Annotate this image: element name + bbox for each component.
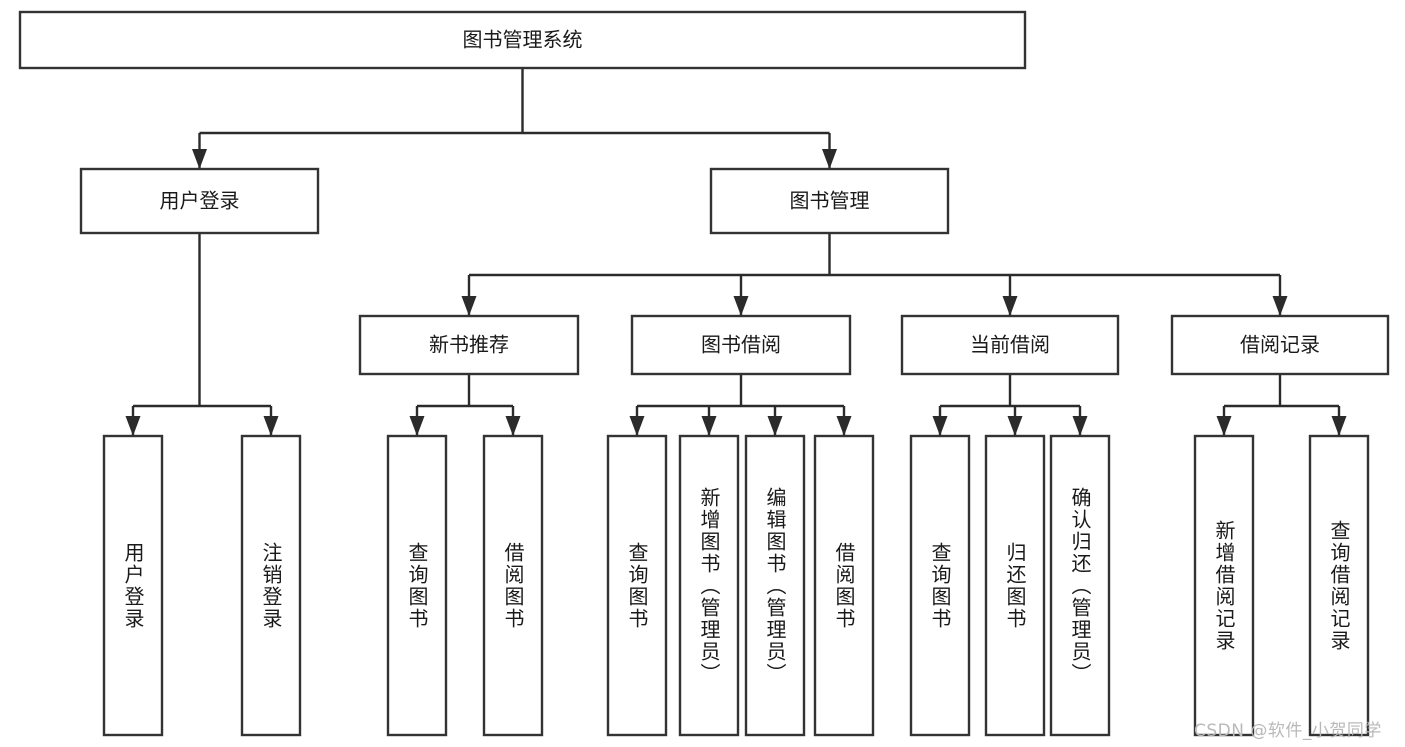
node-box-leaf-add-book[interactable]: [678, 434, 740, 737]
node-label-borrow: 图书借阅: [701, 333, 781, 357]
node-box-leaf-user-logout[interactable]: [240, 434, 302, 737]
arrow-head-bookmgmt: [822, 149, 837, 169]
arrow-head-newbook: [461, 296, 477, 316]
node-box-leaf-return-book[interactable]: [984, 434, 1046, 737]
connector-layer: [125, 68, 1347, 436]
node-box-borrow[interactable]: [630, 314, 852, 376]
node-box-records[interactable]: [1170, 314, 1390, 376]
arrow-head-leaf-user-login: [125, 416, 141, 436]
node-label-newbook: 新书推荐: [429, 333, 509, 357]
arrow-head-borrow: [733, 296, 749, 316]
node-label-records: 借阅记录: [1240, 333, 1320, 357]
arrow-head-leaf-query-book: [629, 416, 645, 436]
node-box-leaf-borrow-book[interactable]: [813, 434, 875, 737]
csdn-watermark: CSDN @软件_小贺同学: [1194, 721, 1382, 741]
node-label-root: 图书管理系统: [463, 28, 583, 52]
node-box-leaf-edit-book[interactable]: [744, 434, 806, 737]
node-box-leaf-borrow-book-new[interactable]: [482, 434, 544, 737]
arrow-head-leaf-confirm-return: [1072, 416, 1088, 436]
arrow-head-leaf-user-logout: [263, 416, 279, 436]
node-box-leaf-confirm-return[interactable]: [1049, 434, 1111, 737]
arrow-head-leaf-add-record: [1216, 416, 1232, 436]
node-box-leaf-add-record[interactable]: [1193, 434, 1255, 737]
node-label-login: 用户登录: [160, 189, 240, 213]
node-box-layer: [18, 10, 1390, 737]
arrow-head-leaf-add-book: [701, 416, 717, 436]
node-label-bookmgmt: 图书管理: [790, 189, 870, 213]
arrow-head-records: [1272, 296, 1288, 316]
arrow-head-leaf-return-book: [1007, 416, 1023, 436]
node-box-root[interactable]: [18, 10, 1027, 70]
node-box-newbook[interactable]: [358, 314, 580, 376]
node-box-bookmgmt[interactable]: [709, 167, 950, 235]
arrow-head-leaf-edit-book: [767, 416, 783, 436]
node-label-current: 当前借阅: [970, 333, 1050, 357]
arrow-head-leaf-query-book-cur: [932, 416, 948, 436]
arrow-head-leaf-query-record: [1331, 416, 1347, 436]
arrow-head-login: [192, 149, 207, 169]
node-box-leaf-query-book-cur[interactable]: [909, 434, 971, 737]
arrow-head-leaf-borrow-book-new: [505, 416, 521, 436]
node-box-leaf-query-book-new[interactable]: [386, 434, 448, 737]
node-box-login[interactable]: [79, 167, 320, 235]
node-box-leaf-user-login[interactable]: [102, 434, 164, 737]
arrow-head-leaf-query-book-new: [409, 416, 425, 436]
node-box-leaf-query-record[interactable]: [1308, 434, 1370, 737]
arrow-head-leaf-borrow-book: [836, 416, 852, 436]
node-box-current[interactable]: [900, 314, 1120, 376]
node-box-leaf-query-book[interactable]: [606, 434, 668, 737]
arrow-head-current: [1002, 296, 1018, 316]
